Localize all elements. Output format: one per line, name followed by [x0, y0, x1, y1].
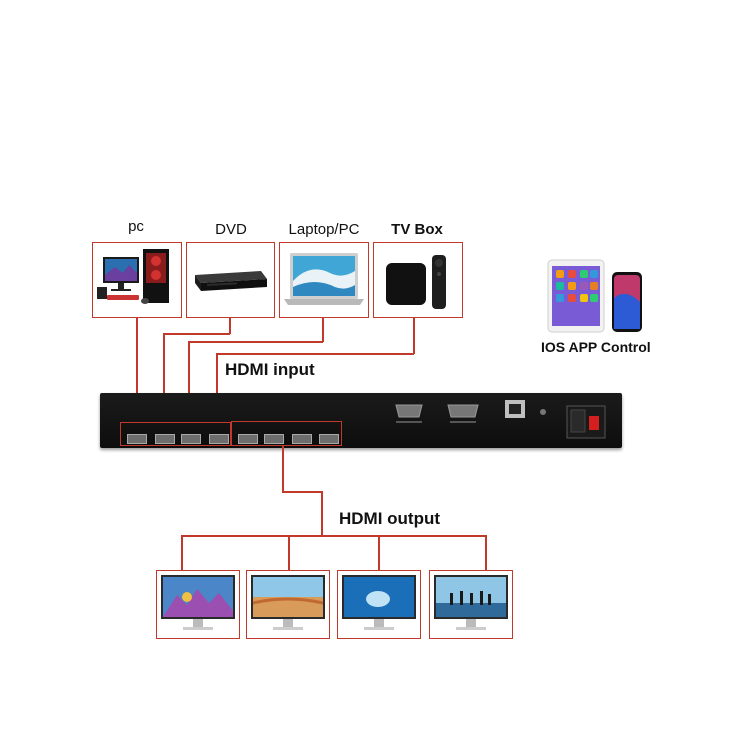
hdmi-output-port-2	[264, 434, 284, 444]
output-monitor-2	[246, 570, 330, 639]
monitor-icon	[161, 575, 235, 630]
connector-line-dvd-v	[163, 333, 165, 422]
connector-line-output-trunk	[282, 446, 284, 492]
connector-line-monitor-2	[288, 535, 290, 570]
connector-line-pc	[136, 318, 138, 422]
source-box-dvd	[186, 242, 275, 318]
source-box-laptop	[279, 242, 369, 318]
tablet-phone-icon	[547, 259, 642, 333]
connector-line-monitor-1	[181, 535, 183, 570]
source-box-pc	[92, 242, 182, 318]
laptop-icon	[284, 253, 364, 305]
connector-line-laptop	[322, 318, 324, 342]
connector-line-tvbox	[413, 318, 415, 354]
connector-line-monitor-3	[378, 535, 380, 570]
connector-line-tvbox-h	[216, 353, 414, 355]
source-label-laptop: Laptop/PC	[288, 221, 360, 238]
hdmi-output-label: HDMI output	[339, 509, 441, 528]
connector-line-output-h	[282, 491, 322, 493]
tv-box-icon	[386, 255, 446, 309]
monitor-icon	[434, 575, 508, 630]
monitor-icon	[251, 575, 325, 630]
connector-line-laptop-v	[188, 341, 190, 422]
hdmi-input-label: HDMI input	[225, 360, 315, 379]
hdmi-input-port-3	[181, 434, 201, 444]
power-inlet-icon	[540, 405, 606, 439]
connector-line-dvd-h	[163, 333, 230, 335]
input-port-group	[120, 422, 231, 446]
ethernet-port-icon	[505, 400, 525, 418]
source-label-tvbox: TV Box	[391, 221, 443, 238]
source-box-tvbox	[373, 242, 463, 318]
connector-line-dvd	[229, 318, 231, 334]
hdmi-input-port-2	[155, 434, 175, 444]
connector-line-monitor-4	[485, 535, 487, 570]
hdmi-input-port-4	[209, 434, 229, 444]
output-monitor-1	[156, 570, 240, 639]
monitor-icon	[342, 575, 416, 630]
desktop-pc-icon	[97, 249, 169, 304]
hdmi-input-port-1	[127, 434, 147, 444]
ios-app-control-label: IOS APP Control	[541, 339, 651, 355]
hdmi-output-port-3	[292, 434, 312, 444]
connector-line-output-v	[321, 491, 323, 536]
source-label-pc: pc	[128, 218, 144, 235]
dvd-player-icon	[195, 271, 267, 291]
output-monitor-3	[337, 570, 421, 639]
output-monitor-4	[429, 570, 513, 639]
connector-line-output-bus	[181, 535, 486, 537]
serial-port-icon	[395, 404, 479, 423]
hdmi-output-port-4	[319, 434, 339, 444]
connector-line-tvbox-v	[216, 353, 218, 422]
hdmi-output-port-1	[238, 434, 258, 444]
source-label-dvd: DVD	[215, 221, 247, 238]
output-port-group	[231, 421, 342, 446]
connector-line-laptop-h	[188, 341, 323, 343]
